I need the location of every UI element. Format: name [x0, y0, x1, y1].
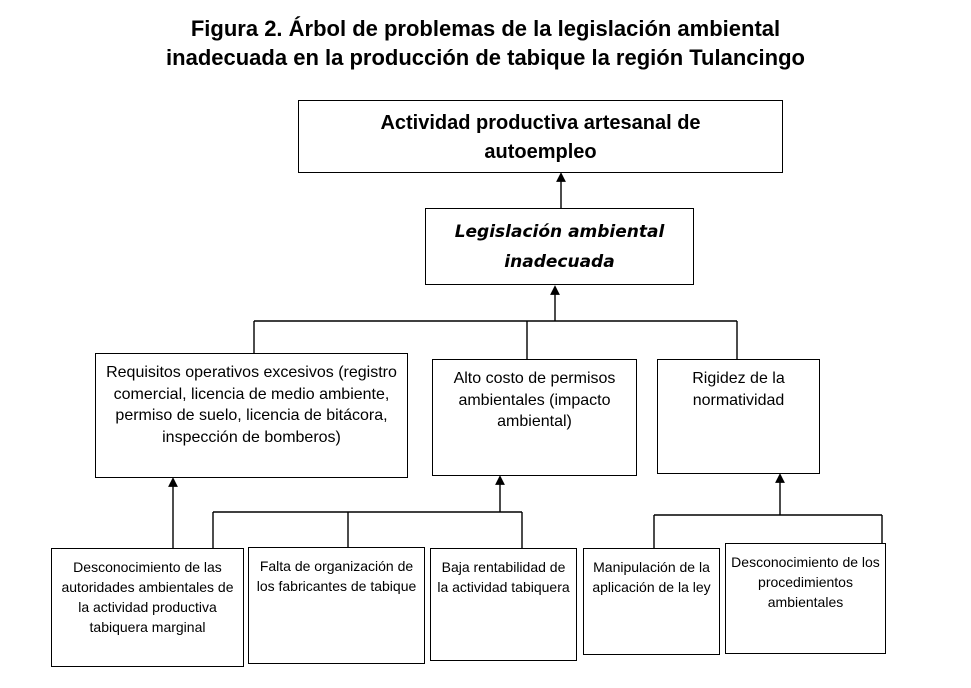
subcause-box-4: Manipulación de la aplicación de la ley — [583, 548, 720, 655]
cause-text-2: Alto costo de permisos ambientales (impa… — [453, 370, 616, 430]
cause-text-3: Rigidez de la normatividad — [692, 370, 785, 409]
effect-box: Actividad productiva artesanal de autoem… — [298, 100, 783, 173]
subcause-text-5: Desconocimiento de los procedimientos am… — [731, 554, 880, 610]
figure-title-line-1: Figura 2. Árbol de problemas de la legis… — [190, 16, 781, 41]
subcause-text-1: Desconocimiento de las autoridades ambie… — [61, 559, 234, 635]
cause-box-2: Alto costo de permisos ambientales (impa… — [432, 359, 637, 476]
cause-text-1: Requisitos operativos excesivos (registr… — [106, 364, 397, 446]
subcause-box-5: Desconocimiento de los procedimientos am… — [725, 543, 886, 654]
subcause-box-2: Falta de organización de los fabricantes… — [248, 547, 425, 664]
subcause-text-2: Falta de organización de los fabricantes… — [256, 558, 417, 594]
effect-text: Actividad productiva artesanal de autoem… — [380, 112, 701, 163]
subcause-text-3: Baja rentabilidad de la actividad tabiqu… — [437, 559, 570, 595]
subcause-text-4: Manipulación de la aplicación de la ley — [592, 559, 711, 595]
subcause-box-3: Baja rentabilidad de la actividad tabiqu… — [430, 548, 577, 661]
central-problem-text: Legislación ambiental inadecuada — [454, 222, 665, 272]
central-problem-box: Legislación ambiental inadecuada — [425, 208, 694, 285]
cause-box-1: Requisitos operativos excesivos (registr… — [95, 353, 408, 478]
cause-box-3: Rigidez de la normatividad — [657, 359, 820, 474]
subcause-box-1: Desconocimiento de las autoridades ambie… — [51, 548, 244, 667]
figure-title-line-2: inadecuada en la producción de tabique l… — [166, 45, 805, 70]
